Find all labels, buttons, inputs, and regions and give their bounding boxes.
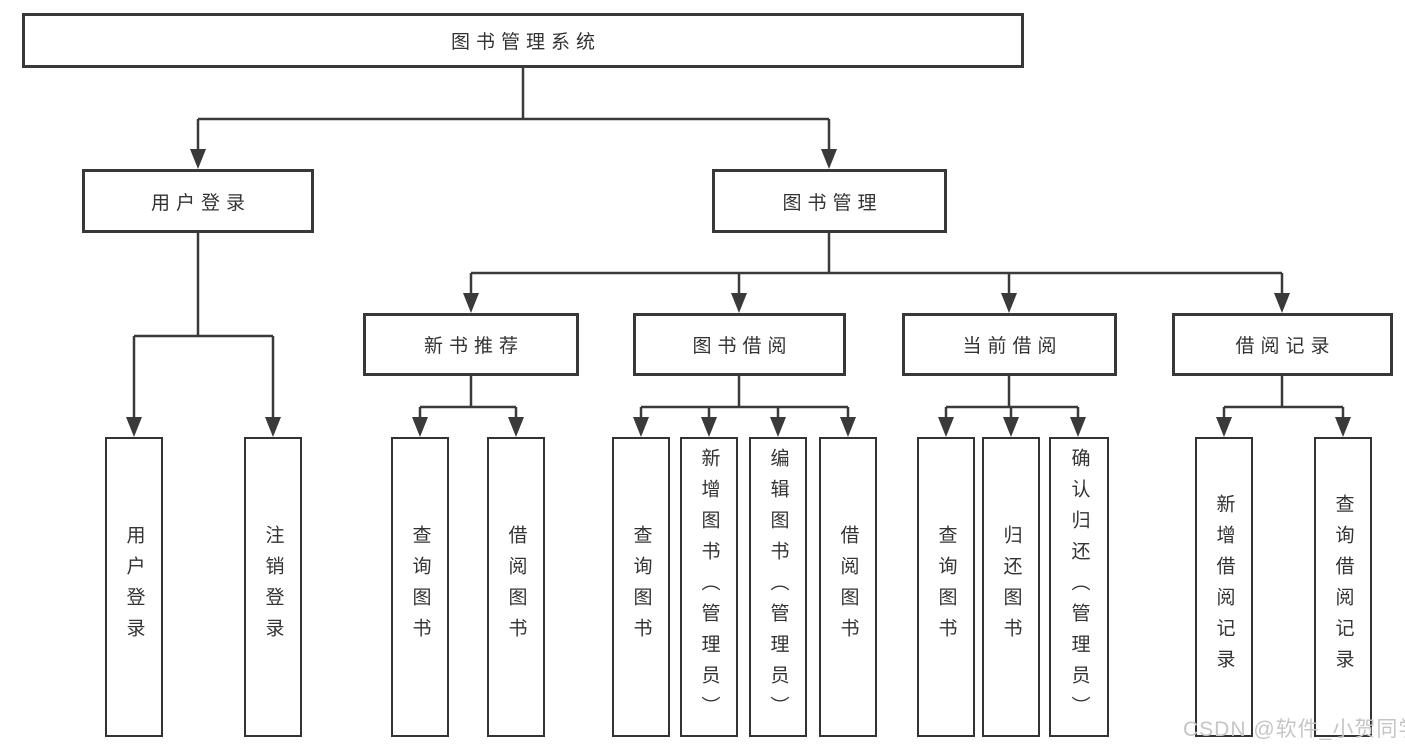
connector-recommend-to-leaves	[412, 376, 524, 437]
arrow-down-icon	[126, 417, 142, 437]
arrow-down-icon	[770, 417, 786, 437]
leaf-label: 查询图书	[409, 525, 431, 649]
arrow-down-icon	[633, 417, 649, 437]
arrow-down-icon	[1274, 293, 1290, 313]
leaf-label: 新增借阅记录	[1213, 494, 1235, 680]
leaf-records-query-record: 查询借阅记录	[1314, 437, 1372, 737]
arrow-down-icon	[1070, 417, 1086, 437]
leaf-current-query-books: 查询图书	[917, 437, 975, 737]
node-label: 用户登录	[150, 192, 251, 214]
arrow-down-icon	[412, 417, 428, 437]
leaf-label: 确认归还（管理员）	[1068, 447, 1090, 727]
arrow-down-icon	[463, 293, 479, 313]
connector-borrowing-to-leaves	[633, 376, 856, 437]
node-new-book-recommend: 新书推荐	[363, 313, 579, 376]
leaf-current-confirm-return-admin: 确认归还（管理员）	[1049, 437, 1109, 737]
leaf-borrowing-borrow-books: 借阅图书	[819, 437, 877, 737]
arrow-down-icon	[1335, 417, 1351, 437]
leaf-user-login: 用户登录	[105, 437, 163, 737]
leaf-label: 注销登录	[262, 525, 284, 649]
connector-book-management-to-groups	[463, 233, 1290, 313]
leaf-label: 借阅图书	[505, 525, 527, 649]
node-label: 图书管理	[782, 192, 883, 214]
arrow-down-icon	[821, 149, 837, 169]
node-label: 借阅记录	[1235, 336, 1336, 357]
node-book-borrowing: 图书借阅	[633, 313, 846, 376]
leaf-logout: 注销登录	[244, 437, 302, 737]
leaf-label: 用户登录	[123, 525, 145, 649]
arrow-down-icon	[1003, 417, 1019, 437]
arrow-down-icon	[190, 149, 206, 169]
leaf-label: 查询图书	[935, 525, 957, 649]
connector-user-login-to-leaves	[126, 233, 281, 437]
csdn-watermark: CSDN @软件_小贺同学	[1183, 718, 1405, 741]
connector-records-to-leaves	[1216, 376, 1351, 437]
node-current-borrowing: 当前借阅	[902, 313, 1117, 376]
leaf-borrowing-edit-books-admin: 编辑图书（管理员）	[749, 437, 807, 737]
arrow-down-icon	[840, 417, 856, 437]
connector-root-to-branches	[190, 68, 837, 169]
node-user-login: 用户登录	[82, 169, 314, 233]
node-label: 新书推荐	[423, 336, 524, 357]
leaf-current-return-books: 归还图书	[982, 437, 1040, 737]
arrow-down-icon	[938, 417, 954, 437]
leaf-recommend-borrow-books: 借阅图书	[487, 437, 545, 737]
node-book-management: 图书管理	[712, 169, 947, 233]
leaf-records-add-record: 新增借阅记录	[1195, 437, 1253, 737]
arrow-down-icon	[731, 293, 747, 313]
leaf-borrowing-add-books-admin: 新增图书（管理员）	[680, 437, 738, 737]
node-borrowing-records: 借阅记录	[1172, 313, 1393, 376]
leaf-label: 新增图书（管理员）	[698, 447, 720, 727]
node-label: 图书借阅	[692, 336, 793, 357]
leaf-label: 编辑图书（管理员）	[767, 447, 789, 727]
arrow-down-icon	[265, 417, 281, 437]
arrow-down-icon	[1001, 293, 1017, 313]
leaf-label: 查询图书	[630, 525, 652, 649]
node-label: 当前借阅	[962, 336, 1063, 357]
leaf-borrowing-query-books: 查询图书	[612, 437, 670, 737]
leaf-label: 借阅图书	[837, 525, 859, 649]
connector-current-to-leaves	[938, 376, 1086, 437]
leaf-recommend-query-books: 查询图书	[391, 437, 449, 737]
arrow-down-icon	[1216, 417, 1232, 437]
arrow-down-icon	[508, 417, 524, 437]
node-label: 图书管理系统	[450, 32, 601, 53]
arrow-down-icon	[701, 417, 717, 437]
leaf-label: 归还图书	[1000, 525, 1022, 649]
node-library-management-system: 图书管理系统	[22, 13, 1024, 68]
leaf-label: 查询借阅记录	[1332, 494, 1354, 680]
